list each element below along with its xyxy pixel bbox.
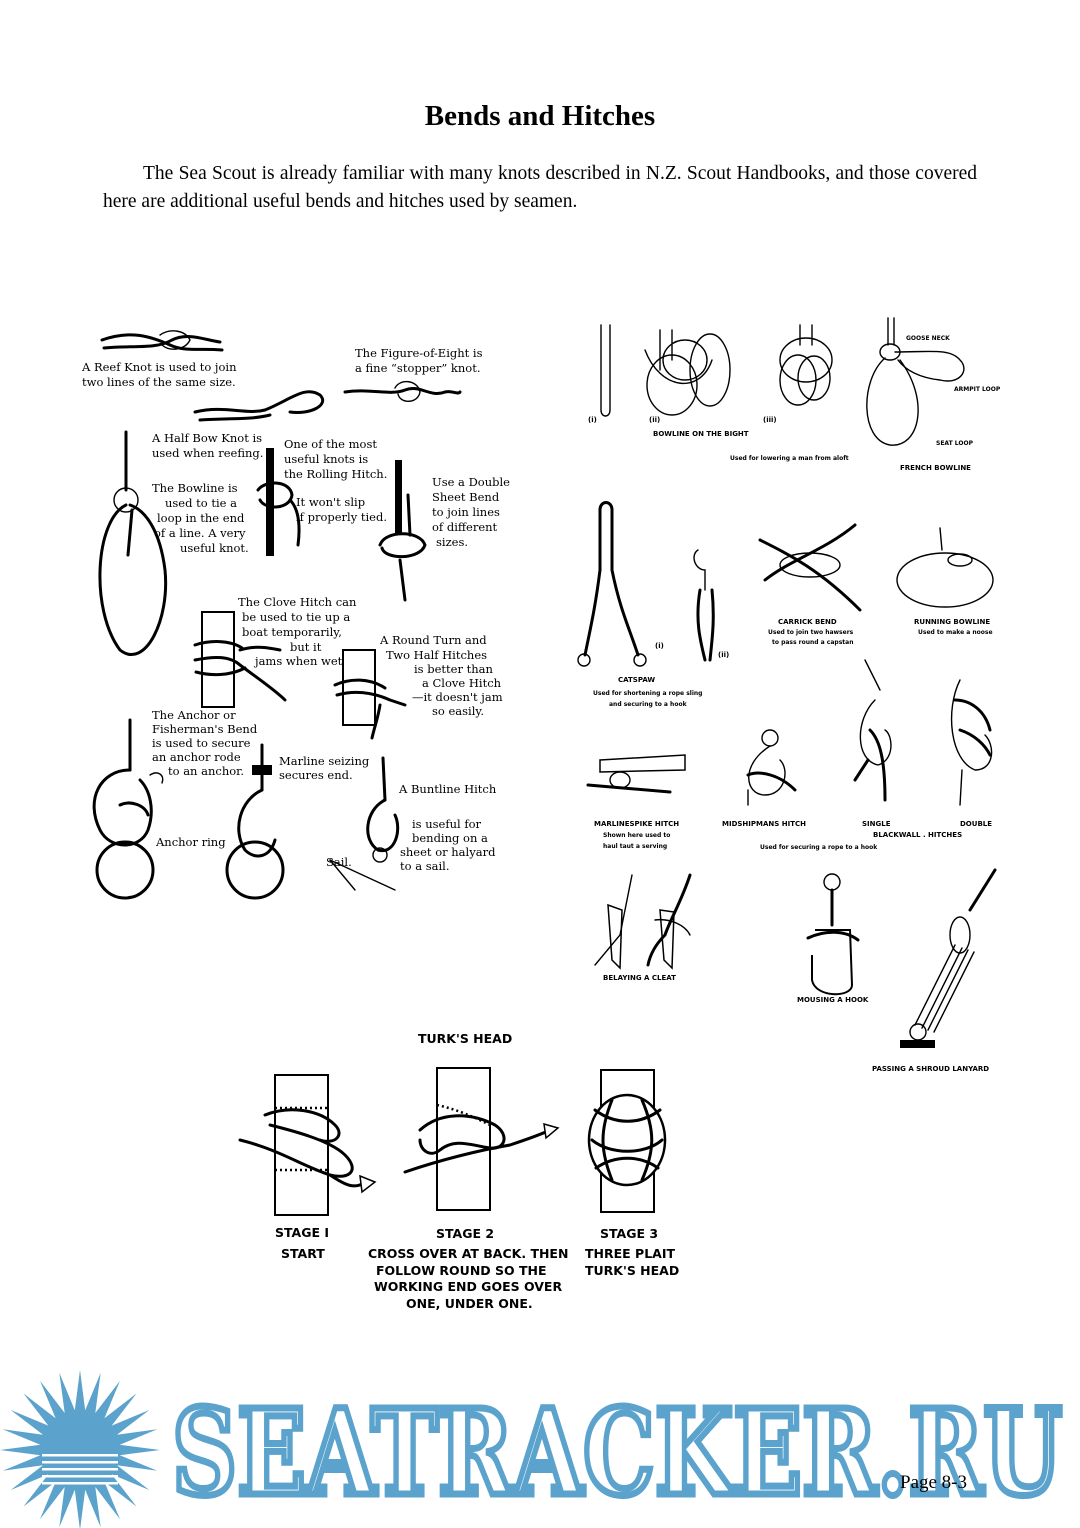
figure-eight-label: The Figure-of-Eight is a fine “stopper” … xyxy=(355,346,486,375)
anchor-bend-label: The Anchor or Fisherman's Bend is used t… xyxy=(152,708,261,778)
french-bowline-drawing xyxy=(866,317,965,446)
french-bowline-label: FRENCH BOWLINE xyxy=(900,464,971,472)
turks-head-stage2-drawing xyxy=(403,1067,560,1211)
double-label: DOUBLE xyxy=(960,820,992,828)
catspaw-drawing xyxy=(577,501,715,667)
armpit-loop-label: ARMPIT LOOP xyxy=(954,386,1001,393)
shroud-lanyard-drawing xyxy=(900,868,997,1048)
marline-seizing-drawing xyxy=(225,743,285,900)
round-turn-drawing xyxy=(333,649,407,740)
belaying-cleat-drawing xyxy=(594,873,692,970)
turks-head-stage3-label: STAGE 3 THREE PLAIT TURK'S HEAD xyxy=(585,1226,679,1278)
page-number: Page 8-3 xyxy=(900,1472,968,1493)
intro-paragraph: The Sea Scout is already familiar with m… xyxy=(103,163,977,212)
carrick-caption: Used to join two hawsers to pass round a… xyxy=(768,629,855,646)
rolling-hitch-drawing xyxy=(256,448,301,556)
sail-label: Sail. xyxy=(326,855,352,869)
bowline-bight-label: BOWLINE ON THE BIGHT xyxy=(653,430,749,438)
reef-knot-label: A Reef Knot is used to join two lines of… xyxy=(81,360,240,389)
carrick-bend-label: CARRICK BEND xyxy=(778,618,837,626)
turks-head-stage2-label: STAGE 2 CROSS OVER AT BACK. THEN FOLLOW … xyxy=(368,1226,573,1311)
half-bow-knot-drawing xyxy=(193,390,324,422)
seatracker-watermark: SEATRACKER.RU xyxy=(0,1370,1066,1528)
rolling-hitch-label: One of the most useful knots is the Roll… xyxy=(284,437,391,524)
running-bowline-label: RUNNING BOWLINE xyxy=(914,618,990,626)
midshipmans-hitch-drawing xyxy=(746,729,797,806)
buntline-hitch-label: A Buntline Hitch is useful for bending o… xyxy=(398,782,500,873)
half-bow-knot-label: A Half Bow Knot is used when reefing. xyxy=(151,431,266,460)
catspaw-step-labels: (i) (ii) xyxy=(655,642,729,659)
turks-head-stage1-label: STAGE I START xyxy=(275,1225,333,1261)
clove-hitch-drawing xyxy=(193,611,287,708)
double-blackwall-drawing xyxy=(950,679,993,806)
clove-hitch-label: The Clove Hitch can be used to tie up a … xyxy=(238,595,360,668)
running-bowline-drawing xyxy=(896,527,994,608)
turks-head-stage3-drawing xyxy=(587,1069,667,1213)
midshipmans-label: MIDSHIPMANS HITCH xyxy=(722,820,806,828)
turks-head-stage1-drawing xyxy=(238,1074,377,1216)
bowline-bight-caption: Used for lowering a man from aloft xyxy=(730,455,849,462)
marlinespike-label: MARLINESPIKE HITCH xyxy=(594,820,679,828)
bowline-bight-step-labels: (i) (ii) (iii) xyxy=(588,416,777,424)
knots-illustration: A Reef Knot is used to join two lines of… xyxy=(81,317,1001,1311)
shroud-lanyard-label: PASSING A SHROUD LANYARD xyxy=(872,1065,989,1073)
page-title: Bends and Hitches xyxy=(424,100,656,132)
double-sheet-bend-drawing xyxy=(378,460,427,602)
marline-seizing-label: Marline seizing secures end. xyxy=(279,754,373,782)
anchor-ring-label: Anchor ring xyxy=(155,835,226,849)
mousing-hook-drawing xyxy=(806,873,860,996)
bowline-label: The Bowline is used to tie a loop in the… xyxy=(152,481,249,555)
watermark-text: SEATRACKER.RU xyxy=(172,1383,1062,1522)
bowline-on-bight-drawing xyxy=(600,324,833,417)
marlinespike-hitch-drawing xyxy=(586,754,686,794)
blackwall-label: BLACKWALL . HITCHES xyxy=(873,831,962,839)
double-sheet-bend-label: Use a Double Sheet Bend to join lines of… xyxy=(432,475,514,549)
turks-head-title: TURK'S HEAD xyxy=(418,1031,512,1046)
mousing-hook-label: MOUSING A HOOK xyxy=(797,996,869,1004)
carrick-bend-drawing xyxy=(758,523,862,612)
single-label: SINGLE xyxy=(862,820,891,828)
blackwall-caption: Used for securing a rope to a hook xyxy=(760,844,878,851)
catspaw-caption: Used for shortening a rope sling and sec… xyxy=(593,690,705,708)
goose-neck-label: GOOSE NECK xyxy=(906,335,950,342)
anchor-bend-drawing xyxy=(92,718,164,900)
sunburst-logo-icon xyxy=(0,1370,160,1528)
catspaw-label: CATSPAW xyxy=(618,676,655,684)
round-turn-label: A Round Turn and Two Half Hitches is bet… xyxy=(379,633,506,718)
bowline-drawing xyxy=(98,430,168,656)
reef-knot-drawing xyxy=(100,330,224,352)
buntline-hitch-drawing xyxy=(329,756,400,891)
belaying-cleat-label: BELAYING A CLEAT xyxy=(603,974,676,982)
running-bowline-caption: Used to make a noose xyxy=(918,629,993,636)
marlinespike-caption: Shown here used to haul taut a serving xyxy=(603,832,672,850)
single-blackwall-drawing xyxy=(853,659,892,802)
seat-loop-label: SEAT LOOP xyxy=(936,440,974,447)
figure-eight-drawing xyxy=(343,381,462,402)
